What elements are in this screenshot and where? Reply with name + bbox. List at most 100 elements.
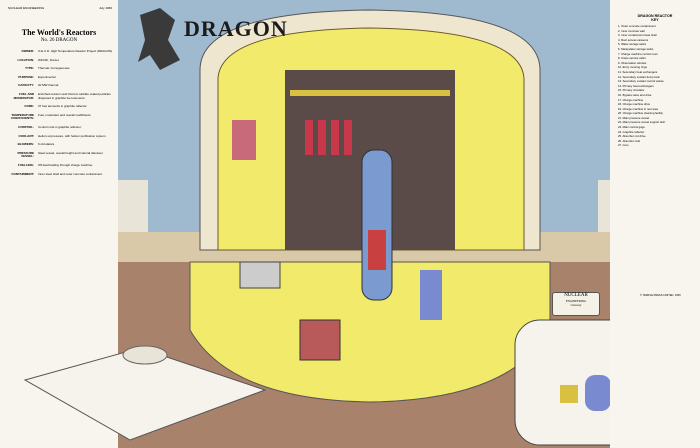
spec-label: FUEL AND MODERATOR: — [13, 91, 34, 100]
spec-label: PURPOSE: — [18, 74, 34, 79]
spec-row: FUELLING: Off-load fuelling through charg… — [4, 162, 116, 168]
site-dome — [122, 345, 168, 365]
spec-value: Experimental — [38, 74, 56, 79]
page-header: NUCLEAR ENGINEERING July 1966 — [8, 6, 112, 10]
key-item: 3. Inner containment steel shell — [618, 33, 657, 38]
spec-label: TEMPERATURE COEFFICIENTS: — [11, 112, 34, 121]
dump-tank — [299, 319, 341, 361]
key-item: 6. Manipulator storage tanks — [618, 46, 654, 51]
spec-row: PRESSURE VESSEL:Steel vessel, overall he… — [4, 150, 116, 159]
helium-tank — [420, 270, 442, 320]
key-item: 20. Charge machine cleaning facility — [618, 111, 663, 116]
spec-label: CORE: — [24, 104, 34, 109]
key-item: 25. Absorber rod drive — [618, 134, 646, 139]
key-item: 27. Core — [618, 143, 629, 148]
spec-value: Enriched uranium and thorium carbide coa… — [38, 91, 111, 100]
key-item: 18. Charge machine drive — [618, 102, 651, 107]
spec-row: PURPOSE: Experimental — [4, 74, 116, 80]
spec-label: FUELLING: — [18, 162, 34, 167]
key-item: 8. Crane service cabin — [618, 56, 646, 61]
spec-value: O.E.C.D. High Temperature Reactor Projec… — [38, 49, 113, 53]
key-item: 2. Inner concrete wall — [618, 28, 645, 33]
spec-row: BLOWERS: 6 circulators. — [4, 143, 116, 147]
logo-line: Cutaway — [570, 303, 582, 307]
issue-date: July 1966 — [99, 6, 112, 10]
spec-row: CAPACITY: 20 MW thermal — [4, 84, 116, 88]
spec-label: CONTAINMENT: — [11, 171, 34, 176]
spec-value: Steel vessel, overall height and interna… — [38, 150, 104, 155]
key-item: 16. Bypass valve and drive — [618, 92, 652, 97]
spec-value: 6 circulators. — [38, 142, 56, 147]
key-subheading: KEY — [651, 18, 659, 22]
key-item: 13. Secondary coolant control valves — [618, 79, 664, 84]
spec-value: Inner steel shell and outer concrete con… — [38, 171, 103, 176]
key-heading: DRAGON REACTOR — [637, 14, 673, 18]
key-item: 19. Charge machine in rest area — [618, 106, 658, 111]
schematic-heat-exchanger — [560, 385, 578, 403]
crane-gantry — [290, 90, 450, 96]
key-item: 12. Secondary coolant dump tank — [618, 74, 660, 79]
spec-value: Off-load fuelling through charge machine… — [38, 162, 93, 167]
spec-value: Control rods in graphite reflector. — [38, 124, 82, 129]
horizontal-cylinder — [239, 261, 281, 289]
spec-row: CONTAINMENT: Inner steel shell and outer … — [4, 171, 116, 177]
spec-row: CORE: 37 fuel elements in graphite reflec… — [4, 105, 116, 109]
spec-row: CONTROL: Control rods in graphite reflect… — [4, 124, 116, 130]
spec-label: CONTROL: — [18, 124, 34, 129]
storage-tanks — [232, 120, 256, 160]
key-item: 1. Outer concrete containment — [618, 24, 656, 28]
key-item: 11. Secondary heat exchangers — [618, 69, 658, 74]
key-item: 4. Roof access caissons — [618, 37, 649, 42]
spec-value: Helium at pressure, with helium purifica… — [38, 133, 107, 138]
site-perspective-view — [23, 347, 267, 441]
spec-label: CAPACITY: — [18, 83, 34, 88]
main-pressure-vessel — [361, 149, 393, 301]
key-item: 17. Charge machine — [618, 97, 644, 102]
poster-title: DRAGON — [184, 16, 288, 41]
spec-row: OWNER:O.E.C.D. High Temperature Reactor … — [4, 49, 116, 54]
spec-value: Fuel, moderator and overall coefficients… — [38, 112, 92, 117]
series-title: The World's Reactors — [21, 28, 97, 37]
spec-label: LOCATION: — [17, 57, 34, 62]
spec-label: TYPE: — [25, 66, 34, 71]
spec-value: Winfrith, Dorset — [38, 57, 59, 62]
key-item: 10. Entry mooring rings — [618, 65, 647, 70]
spec-value: 37 fuel elements in graphite reflector. — [38, 104, 88, 109]
key-item: 7. Charge machine control room — [618, 51, 658, 56]
series-subtitle: No. 26 DRAGON — [40, 38, 78, 43]
key-item: 26. Absorber rods — [618, 138, 641, 143]
publication-name: NUCLEAR ENGINEERING — [8, 6, 45, 10]
logo-line: NUCLEAR — [564, 293, 588, 298]
spec-row: TEMPERATURE COEFFICIENTS: Fuel, moderator… — [4, 112, 116, 121]
dragon-emblem — [138, 8, 180, 70]
left-annex-building — [118, 180, 148, 240]
nuclear-engineering-logo: NUCLEAR ENGINEERING Cutaway — [552, 292, 600, 316]
schematic-reactor — [585, 375, 611, 411]
key-item: 22. Main pressure vessel support skirt — [618, 120, 666, 125]
spec-value: Thermal, homogeneous — [38, 66, 70, 71]
spec-row: LOCATION: Winfrith, Dorset — [4, 57, 116, 63]
spec-row: TYPE: Thermal, homogeneous — [4, 67, 116, 71]
spec-list: OWNER:O.E.C.D. High Temperature Reactor … — [4, 49, 116, 181]
spec-row: COOLANT:Helium at pressure, with helium … — [4, 133, 116, 139]
reactor-core — [368, 230, 386, 270]
key-item: 21. Main pressure vessel — [618, 115, 650, 120]
logo-line: ENGINEERING — [565, 299, 587, 303]
copyright: © TEMPLE PRESS LIMITED, 1966 — [640, 294, 681, 297]
key-panel — [610, 0, 700, 448]
key-item: 24. Graphite reflector — [618, 129, 645, 134]
spec-label: OWNER: — [21, 49, 35, 53]
key-item: 9. Observation window — [618, 60, 647, 65]
spec-value: 20 MW thermal — [38, 83, 59, 88]
key-item: 5. Water storage tanks — [618, 42, 647, 47]
heat-exchangers — [305, 120, 352, 155]
spec-label: BLOWERS: — [17, 142, 34, 147]
spec-row: FUEL AND MODERATOR: Enriched uranium and … — [4, 91, 116, 100]
key-item: 15. Primary circulator — [618, 88, 645, 93]
key-item: 23. Main control gags — [618, 125, 645, 130]
spec-label: COOLANT: — [18, 133, 35, 138]
key-item: 14. Primary heat exchangers — [618, 83, 654, 88]
key-title: DRAGON REACTOR KEY — [610, 14, 700, 22]
